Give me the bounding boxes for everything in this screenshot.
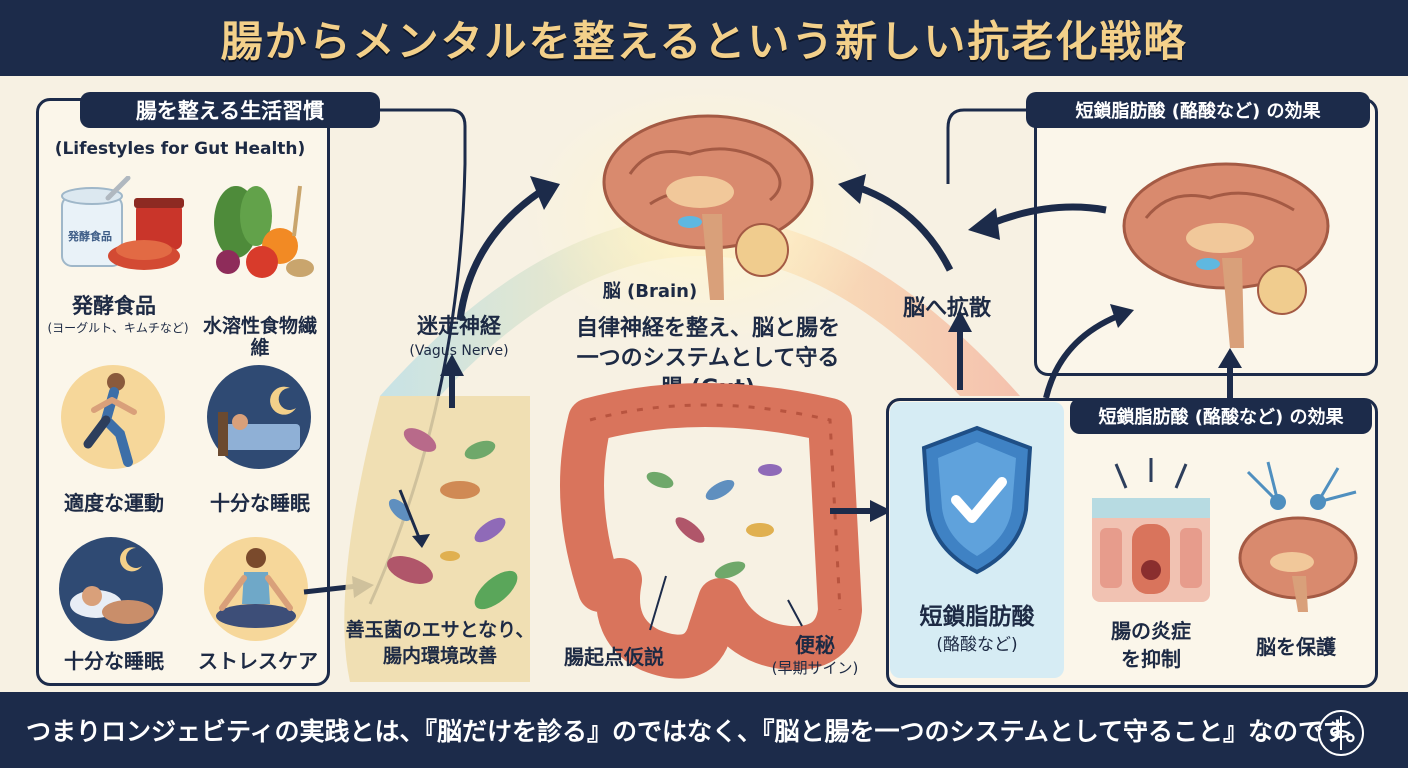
brain-label: 脳 (Brain) [602, 281, 698, 302]
intestine-illustration [560, 383, 862, 679]
jar-label: 発酵食品 [68, 230, 112, 243]
sleeping-person-icon [59, 537, 163, 641]
constipation-sub: (早期サイン) [771, 659, 859, 677]
item-sleep-2: 十分な睡眠 [64, 649, 164, 673]
header-bar: 腸からメンタルを整えるという新しい抗老化戦略 [0, 0, 1408, 76]
constipation-label: 便秘 [795, 633, 835, 657]
arrow-to-center-brain [968, 203, 1107, 240]
page-title: 腸からメンタルを整えるという新しい抗老化戦略 [220, 16, 1188, 66]
item-exercise: 適度な運動 [64, 491, 164, 515]
effect-inflammation-2: を抑制 [1121, 647, 1181, 671]
bacteria-text-2: 腸内環境改善 [382, 645, 497, 667]
protected-brain-icon [1238, 461, 1358, 612]
scfa-heading-mid: 短鎖脂肪酸 (酪酸など) の効果 [1070, 398, 1372, 434]
shield-check-icon [921, 425, 1033, 575]
diffuse-label: 脳へ拡散 [902, 296, 991, 321]
intestinal-wall-icon [1092, 458, 1210, 602]
brain-right-illustration [1122, 162, 1330, 348]
effect-inflammation-1: 腸の炎症 [1111, 619, 1191, 643]
item-sleep-1: 十分な睡眠 [210, 491, 310, 515]
bacteria-text-1: 善玉菌のエサとなり、 [345, 619, 535, 641]
sleeping-bed-icon [207, 365, 311, 469]
lifestyle-subheading: (Lifestyles for Gut Health) [54, 139, 306, 159]
effect-brain-protect: 脳を保護 [1256, 635, 1336, 659]
running-person-icon [61, 365, 165, 469]
caduceus-logo-icon [1318, 710, 1364, 756]
top-panel-connector [946, 108, 1040, 184]
vagus-arrow [440, 176, 560, 408]
diffuse-arrow [838, 174, 972, 390]
shield-label: 短鎖脂肪酸 [919, 604, 1035, 630]
brain-illustration [602, 114, 814, 300]
arrows-up-to-brain [1043, 304, 1242, 399]
item-stress-care: ストレスケア [198, 649, 318, 673]
vagus-label: 迷走神経 [417, 314, 501, 338]
hypothesis-label: 腸起点仮説 [564, 645, 664, 669]
scfa-heading-top: 短鎖脂肪酸 (酪酸など) の効果 [1026, 92, 1370, 128]
item-fiber: 水溶性食物繊維 [202, 315, 317, 359]
item-fermented-food: 発酵食品 [72, 294, 156, 318]
item-fermented-food-sub: (ヨーグルト、キムチなど) [47, 321, 189, 335]
vagus-sub: (Vagus Nerve) [409, 343, 509, 359]
system-text-1: 自律神経を整え、脳と腸を [575, 316, 840, 341]
meditation-icon [204, 537, 308, 641]
footer-text: つまりロンジェビティの実践とは、『脳だけを診る』のではなく、『脳と腸を一つのシス… [26, 717, 1371, 746]
arrow-to-shield [830, 500, 892, 522]
footer-bar: つまりロンジェビティの実践とは、『脳だけを診る』のではなく、『脳と腸を一つのシス… [0, 692, 1408, 768]
bacteria-area [344, 396, 530, 682]
system-text-2: 一つのシステムとして守る [576, 346, 840, 371]
vegetables-icon [214, 185, 314, 278]
lifestyle-heading: 腸を整える生活習慣 [80, 92, 380, 128]
fermented-food-icon: 発酵食品 [56, 175, 196, 276]
shield-sub: (酪酸など) [936, 635, 1018, 655]
